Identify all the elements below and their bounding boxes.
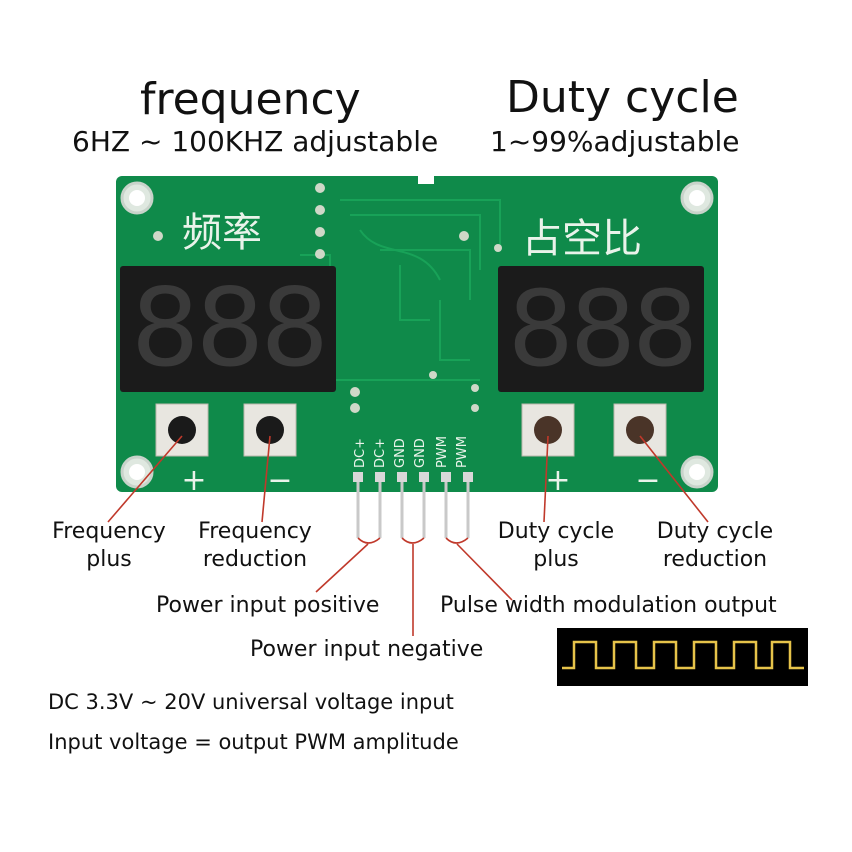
label-line: plus (86, 547, 132, 572)
note-voltage-input: DC 3.3V ~ 20V universal voltage input (48, 690, 454, 714)
label-frequency-reduction: Frequency reduction (192, 518, 318, 574)
label-line: plus (533, 547, 579, 572)
label-frequency-plus: Frequency plus (48, 518, 170, 574)
pwm-waveform (562, 640, 804, 670)
label-pwm-output: Pulse width modulation output (440, 593, 777, 618)
label-line: Frequency (52, 519, 166, 544)
freq-plus-symbol: + (181, 463, 206, 498)
frequency-display (120, 266, 336, 392)
label-duty-cycle-reduction: Duty cycle reduction (652, 518, 778, 574)
duty-minus-symbol: − (635, 463, 660, 498)
label-power-input-negative: Power input negative (250, 637, 484, 662)
pin-label-pwm2: PWM (455, 436, 470, 468)
leader-lines (107, 435, 709, 636)
leader-freq-plus (107, 435, 183, 523)
frequency-title: frequency (140, 74, 361, 125)
freq-minus-symbol: − (267, 463, 292, 498)
pin-label-gnd2: GND (413, 438, 428, 468)
note-pwm-amplitude: Input voltage = output PWM amplitude (48, 730, 459, 754)
pin-label-gnd1: GND (393, 438, 408, 468)
label-duty-cycle-plus: Duty cycle plus (494, 518, 618, 574)
frequency-silkscreen: 频率 (182, 210, 262, 256)
frequency-plus-button (155, 403, 209, 457)
label-line: Frequency (198, 519, 312, 544)
label-line: reduction (662, 547, 768, 572)
duty-cycle-display (498, 266, 704, 392)
leader-duty-reduction (639, 435, 709, 523)
leader-duty-plus (543, 435, 549, 523)
duty-cycle-silkscreen: 占空比 (522, 216, 642, 262)
pin-label-dc1: DC+ (353, 438, 368, 468)
label-line: Duty cycle (497, 519, 615, 544)
duty-cycle-range: 1~99%adjustable (490, 125, 740, 158)
frequency-digits: 888 (131, 266, 325, 391)
duty-plus-symbol: + (545, 463, 570, 498)
duty-cycle-digits: 888 (508, 268, 695, 390)
leader-freq-reduction (261, 435, 271, 523)
leader-pwm-output (456, 543, 513, 601)
pin-label-pwm1: PWM (435, 436, 450, 468)
frequency-range: 6HZ ~ 100KHZ adjustable (72, 125, 439, 158)
leader-power-positive (315, 543, 369, 593)
duty-cycle-title: Duty cycle (506, 72, 739, 123)
pwm-waveform-box (557, 628, 808, 686)
label-line: reduction (202, 547, 308, 572)
frequency-minus-button (243, 403, 297, 457)
label-line: Duty cycle (656, 519, 774, 544)
duty-minus-button (613, 403, 667, 457)
label-power-input-positive: Power input positive (156, 593, 380, 618)
header-pins (356, 478, 470, 538)
pin-label-dc2: DC+ (373, 438, 388, 468)
